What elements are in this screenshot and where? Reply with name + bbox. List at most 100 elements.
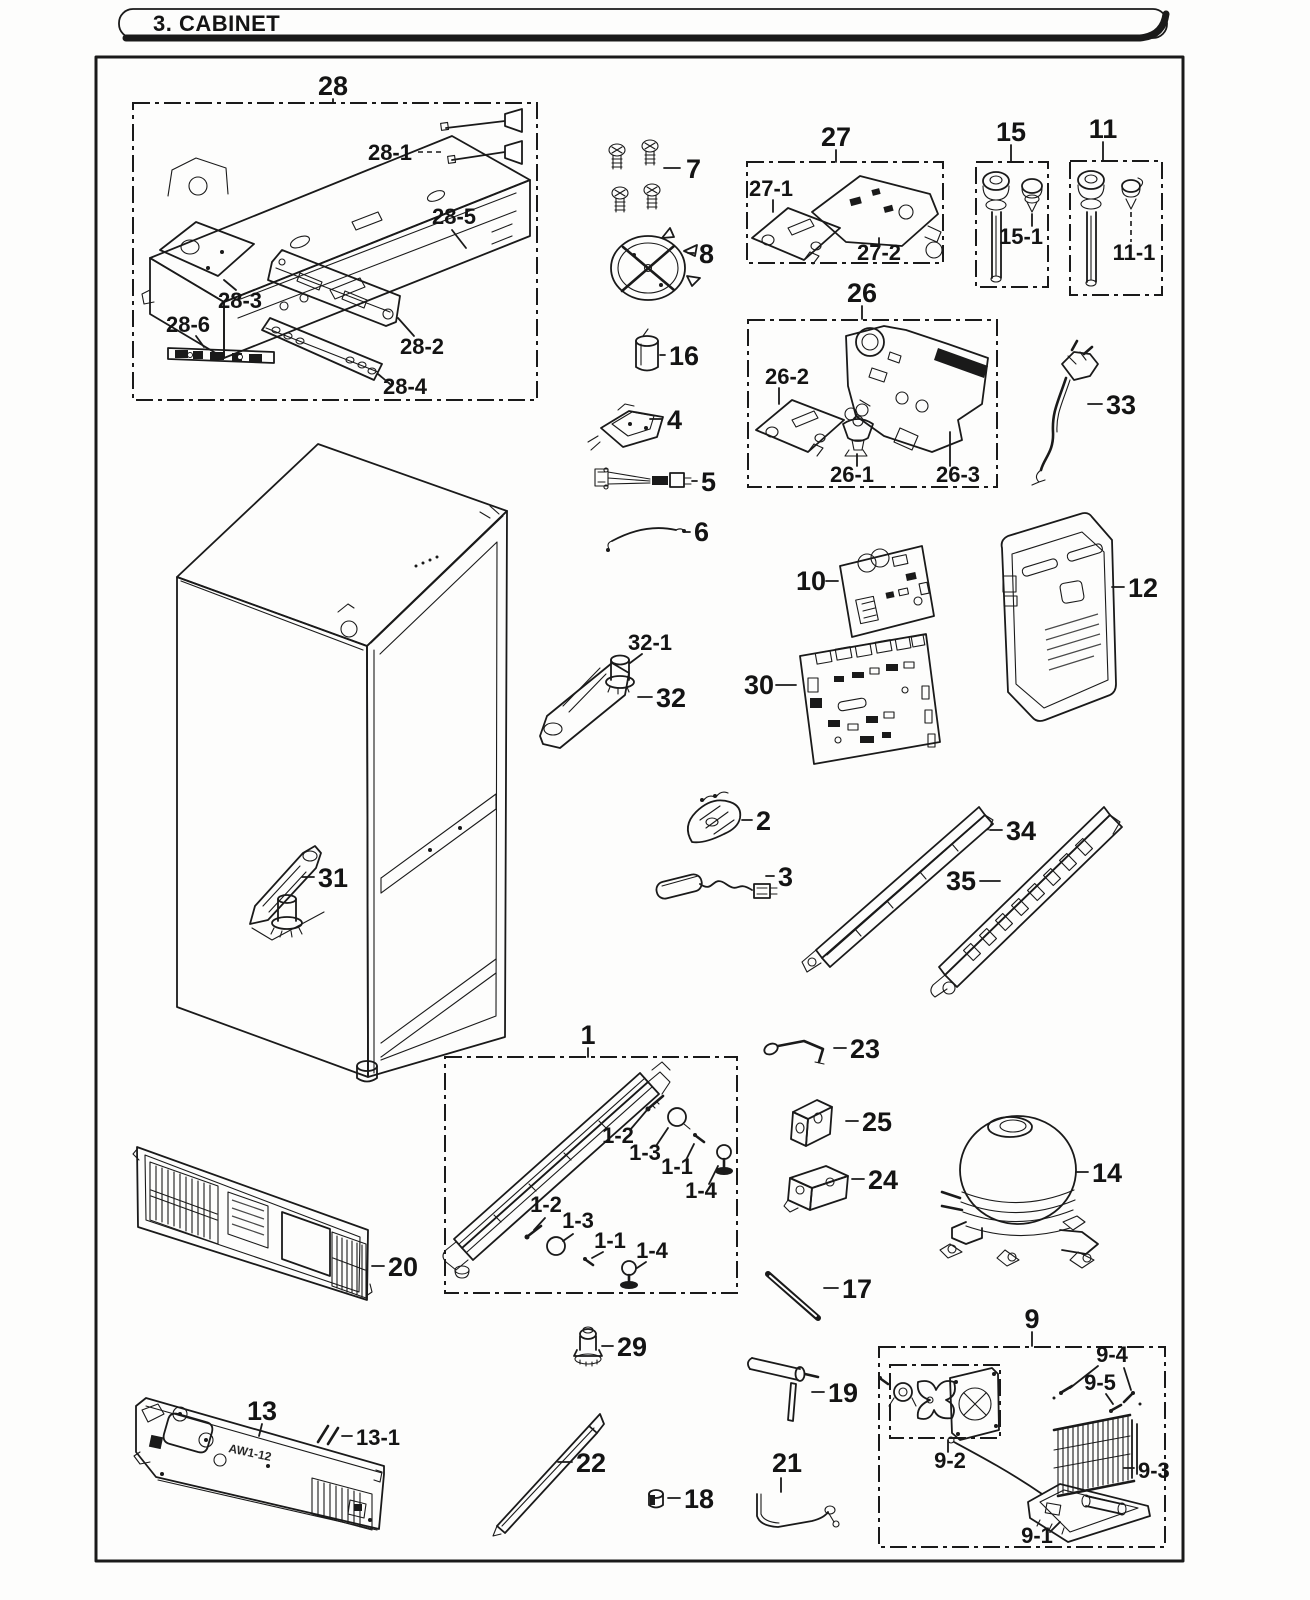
label-25: 25 [862, 1107, 892, 1137]
label-30: 30 [744, 670, 774, 700]
label-32: 32 [656, 683, 686, 713]
leader-9-4 [1069, 1365, 1132, 1391]
label-20: 20 [388, 1252, 418, 1282]
label-26: 26 [847, 278, 877, 308]
label-12: 12 [1128, 573, 1158, 603]
cabinet-front-foot [356, 1060, 378, 1083]
leader-1-1-a [685, 1143, 695, 1161]
leader-9-1 [1049, 1521, 1061, 1533]
header-underline [122, 10, 1170, 42]
label-1-3-a: 1-3 [629, 1140, 661, 1165]
part-21-wire [756, 1493, 840, 1528]
leader-13 [258, 1423, 263, 1437]
label-17: 17 [842, 1274, 872, 1304]
label-1-3-b: 1-3 [562, 1208, 594, 1233]
label-9-2: 9-2 [934, 1448, 966, 1473]
label-26-1: 26-1 [830, 462, 874, 487]
part-10-pcb [839, 545, 935, 638]
label-26-2: 26-2 [765, 364, 809, 389]
label-5: 5 [701, 467, 716, 497]
label-18: 18 [684, 1484, 714, 1514]
leader-1-3-a [655, 1127, 669, 1147]
group-26-box [747, 319, 998, 488]
part-26-3-hinge-bracket [845, 325, 989, 453]
leader-1-1-b [591, 1251, 604, 1259]
page-title: 3. CABINET [153, 11, 280, 36]
part-24-bracket [783, 1165, 849, 1213]
label-1-1-b: 1-1 [594, 1228, 626, 1253]
leader-28-3 [223, 279, 237, 291]
label-1-4-a: 1-4 [685, 1178, 718, 1203]
label-9-5: 9-5 [1084, 1370, 1116, 1395]
label-1-4-b: 1-4 [636, 1238, 669, 1263]
label-9-1: 9-1 [1021, 1523, 1053, 1548]
part-1-3-roller-b [546, 1236, 566, 1256]
leader-28-2 [397, 317, 415, 337]
part-20-vent-panel [132, 1146, 373, 1301]
label-29: 29 [617, 1332, 647, 1362]
label-34: 34 [1006, 816, 1036, 846]
part-9-2-fan-assembly [878, 1367, 1000, 1441]
part-3-sensor-wire [655, 873, 778, 900]
diagram-border [94, 55, 1185, 1563]
part-15-tube [982, 171, 1010, 283]
group-9-2-box [889, 1364, 1001, 1439]
part-4-sensor-bracket [587, 403, 664, 451]
part-1-1-screw-a [693, 1133, 706, 1144]
label-16: 16 [669, 341, 699, 371]
label-28: 28 [318, 71, 348, 101]
part-11-1-plug [1121, 177, 1144, 210]
group-11-water-tube: 11 11-1 [1069, 114, 1163, 296]
group-15-box [975, 161, 1049, 288]
cover-label-text-lines [1044, 613, 1102, 671]
label-15-1: 15-1 [999, 224, 1043, 249]
cabinet-top-details [337, 505, 500, 638]
leader-28-6 [195, 335, 205, 348]
label-9-4: 9-4 [1096, 1342, 1129, 1367]
label-35: 35 [946, 866, 976, 896]
part-17-rod [765, 1271, 821, 1321]
part-1-1-screw-b [583, 1257, 595, 1267]
group-15-water-tube: 15 15-1 [975, 117, 1049, 288]
label-31: 31 [318, 863, 348, 893]
label-27-1: 27-1 [749, 176, 793, 201]
label-28-6: 28-6 [166, 312, 210, 337]
label-19: 19 [828, 1378, 858, 1408]
group-28-top-cover: 28 28-1 28-5 [132, 71, 538, 401]
label-24: 24 [868, 1165, 898, 1195]
part-1-2-pin-b [524, 1224, 543, 1240]
label-2: 2 [756, 806, 771, 836]
part-14-compressor [939, 1115, 1099, 1269]
part-12-pcb-cover [1000, 512, 1117, 722]
part-13-1-screws [316, 1424, 340, 1446]
label-9: 9 [1024, 1304, 1039, 1334]
part-28-3-plate [159, 221, 255, 277]
leader-1-4-b [636, 1261, 647, 1269]
group-9-box [878, 1346, 1166, 1548]
label-27: 27 [821, 122, 851, 152]
part-7-screws [608, 139, 661, 213]
part-9-3-condenser [1052, 1413, 1138, 1498]
part-1-4-foot-a [715, 1144, 733, 1175]
label-28-5: 28-5 [432, 204, 476, 229]
group-11-box [1069, 160, 1163, 296]
leader-1-4-a [708, 1165, 719, 1185]
cabinet-body [176, 443, 508, 1083]
part-5-wire-harness [594, 467, 692, 490]
cabinet-mid-rail [380, 793, 497, 894]
label-6: 6 [694, 517, 709, 547]
leader-32-1 [629, 653, 643, 664]
part-23-lever [763, 1039, 825, 1065]
part-2-harness [686, 791, 742, 844]
label-33: 33 [1106, 390, 1136, 420]
label-32-1: 32-1 [628, 630, 672, 655]
label-15: 15 [996, 117, 1026, 147]
label-4: 4 [667, 405, 682, 435]
part-25-bracket [790, 1099, 833, 1147]
label-9-3: 9-3 [1138, 1458, 1170, 1483]
part-29-leveling-foot [573, 1326, 603, 1367]
part-6-drain-hose [606, 527, 686, 552]
part-18-clip [648, 1489, 664, 1509]
